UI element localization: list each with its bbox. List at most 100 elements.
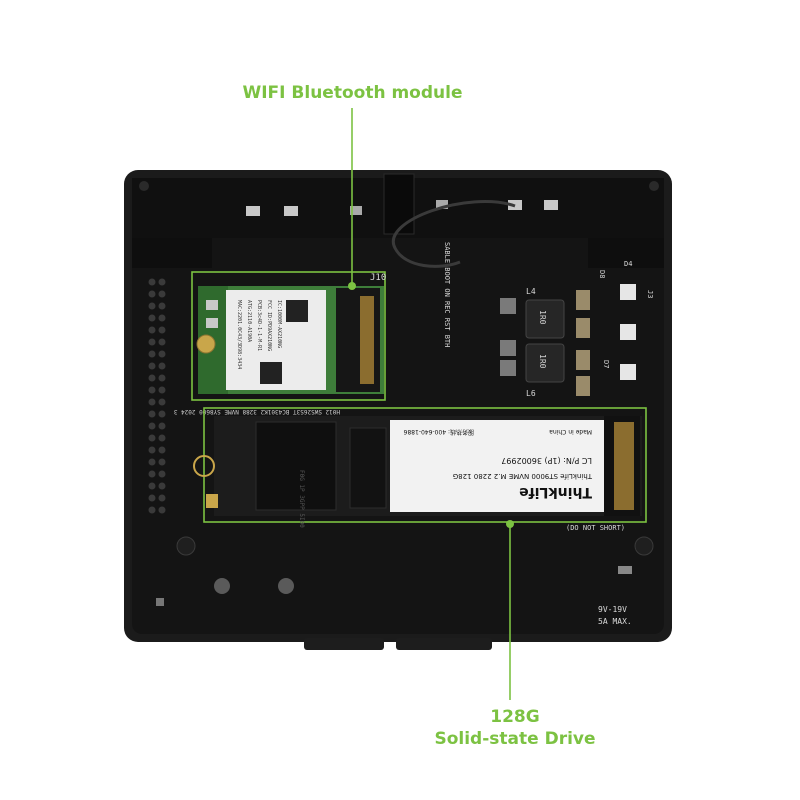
antenna-connector-6 [436,200,448,209]
mid-silkscreen: H012 SWS26S3T BC4301K2 3288 NVME SY8600 … [173,408,340,415]
gpio-pin [148,362,156,370]
gpio-pin [158,410,166,418]
ssd-label-sticker [390,420,604,512]
antenna-wire [391,200,516,268]
gpio-pin [158,386,166,394]
wifi-qr-code-2 [260,362,282,384]
ssd-mount-screw [193,455,215,477]
ssd-made-in: Made in China [549,428,592,435]
label-d7: D7 [602,360,610,368]
gpio-pin [158,314,166,322]
wifi-connector-label: J10 [370,273,386,283]
label-j3: J3 [646,290,654,298]
antenna-connector-4 [544,200,558,210]
gpio-pin [148,458,156,466]
ssd-pn-line: LC P/N: (1P) 36002997 [501,456,592,465]
label-l6: L6 [526,389,536,398]
wifi-ant-pad-1 [206,300,218,310]
gpio-pin [148,482,156,490]
ssd-label-text: ThinkLife ThinkLife ST9000 NVME M.2 2280… [403,428,593,500]
wifi-qr-code-1 [286,300,308,322]
antenna-connector-1 [246,206,260,216]
gpio-pin [158,338,166,346]
top-silkscreen: SABLE BOOT ON REC RST BTH [443,242,451,347]
wifi-card-screw [196,334,216,354]
svg-text:FCC ID:PD9AX210NG: FCC ID:PD9AX210NG [266,300,272,351]
gpio-pin [148,302,156,310]
ssd-nand-chip-1 [255,421,337,511]
wifi-label-text: MAC:2201.0C43/3D98:3434 ATG:2110-A190A P… [236,300,282,369]
gpio-pin [148,350,156,358]
gpio-pin [158,470,166,478]
gpio-pin [158,302,166,310]
corner-notch-right [588,238,664,268]
gpio-pin-header [148,278,166,514]
label-l4: L4 [526,287,536,296]
gpio-pin [148,410,156,418]
wifi-callout-dot [348,282,356,290]
antenna-connector-5 [350,206,362,215]
screw-bottom-right [634,536,654,556]
screw-bottom-left [176,536,196,556]
ssd-model-line: ThinkLife ST9000 NVME M.2 2280 128G [453,472,593,480]
power-components [500,284,636,396]
ssd-jumper [206,494,218,508]
bottom-foot-left [304,638,384,650]
wifi-ant-pad-2 [206,318,218,328]
gpio-pin [148,290,156,298]
gpio-pin [158,362,166,370]
gpio-pin [148,386,156,394]
inductor-label-2: 1R0 [538,354,547,369]
gpio-pin [148,434,156,442]
label-d8: D8 [598,270,606,278]
gpio-pin [148,422,156,430]
gpio-pin [158,494,166,502]
ssd-brand: ThinkLife [519,484,592,500]
gpio-pin [158,398,166,406]
gpio-pin [148,326,156,334]
gpio-pin [158,350,166,358]
gpio-pin [148,506,156,514]
gpio-pin [158,458,166,466]
gpio-pin [158,446,166,454]
ssd-chip-text: F0G 1P 3GPP 5I00 [298,470,305,528]
gpio-pin [148,278,156,286]
wifi-callout-label: WIFI Bluetooth module [242,83,463,103]
gpio-pin [158,374,166,382]
gpio-pin [148,470,156,478]
ssd-callout-label: 128G Solid-state Drive [400,706,630,750]
corner-notch-left [132,238,212,268]
svg-text:ATG:2110-A190A: ATG:2110-A190A [246,300,252,342]
do-not-short-label: (DO NOT SHORT) [566,524,625,532]
gpio-pin [148,398,156,406]
antenna-connector-2 [284,206,298,216]
gpio-pin [148,314,156,322]
ssd-contacts [614,422,634,510]
power-rating-line1: 9V-19V [598,605,627,614]
svg-text:IC:1000M-AX210NG: IC:1000M-AX210NG [276,300,282,348]
ssd-callout-line1: 128G [490,707,540,727]
gpio-pin [158,482,166,490]
wifi-slot-contacts [360,296,374,384]
screw-top-left [139,181,149,191]
svg-text:PCB:3c4D-1-1-M-R1: PCB:3c4D-1-1-M-R1 [256,300,262,351]
gpio-pin [158,422,166,430]
ssd-callout-line2: Solid-state Drive [434,729,596,749]
gpio-pin [148,494,156,502]
svg-text:MAC:2201.0C43/3D98:3434: MAC:2201.0C43/3D98:3434 [236,300,242,369]
top-center-tab [383,173,415,235]
ssd-highlight-box [203,407,647,523]
ssd-controller-chip [349,427,387,509]
gpio-pin [158,290,166,298]
gpio-pin [148,374,156,382]
screw-top-right [649,181,659,191]
bottom-components [156,566,632,606]
gpio-pin [158,326,166,334]
gpio-pin [148,338,156,346]
wifi-highlight-box [191,271,386,401]
gpio-pin [158,278,166,286]
ssd-phone: 服务热线: 400-640-1886 [403,428,474,436]
ssd-callout-dot [506,520,514,528]
gpio-pin [148,446,156,454]
